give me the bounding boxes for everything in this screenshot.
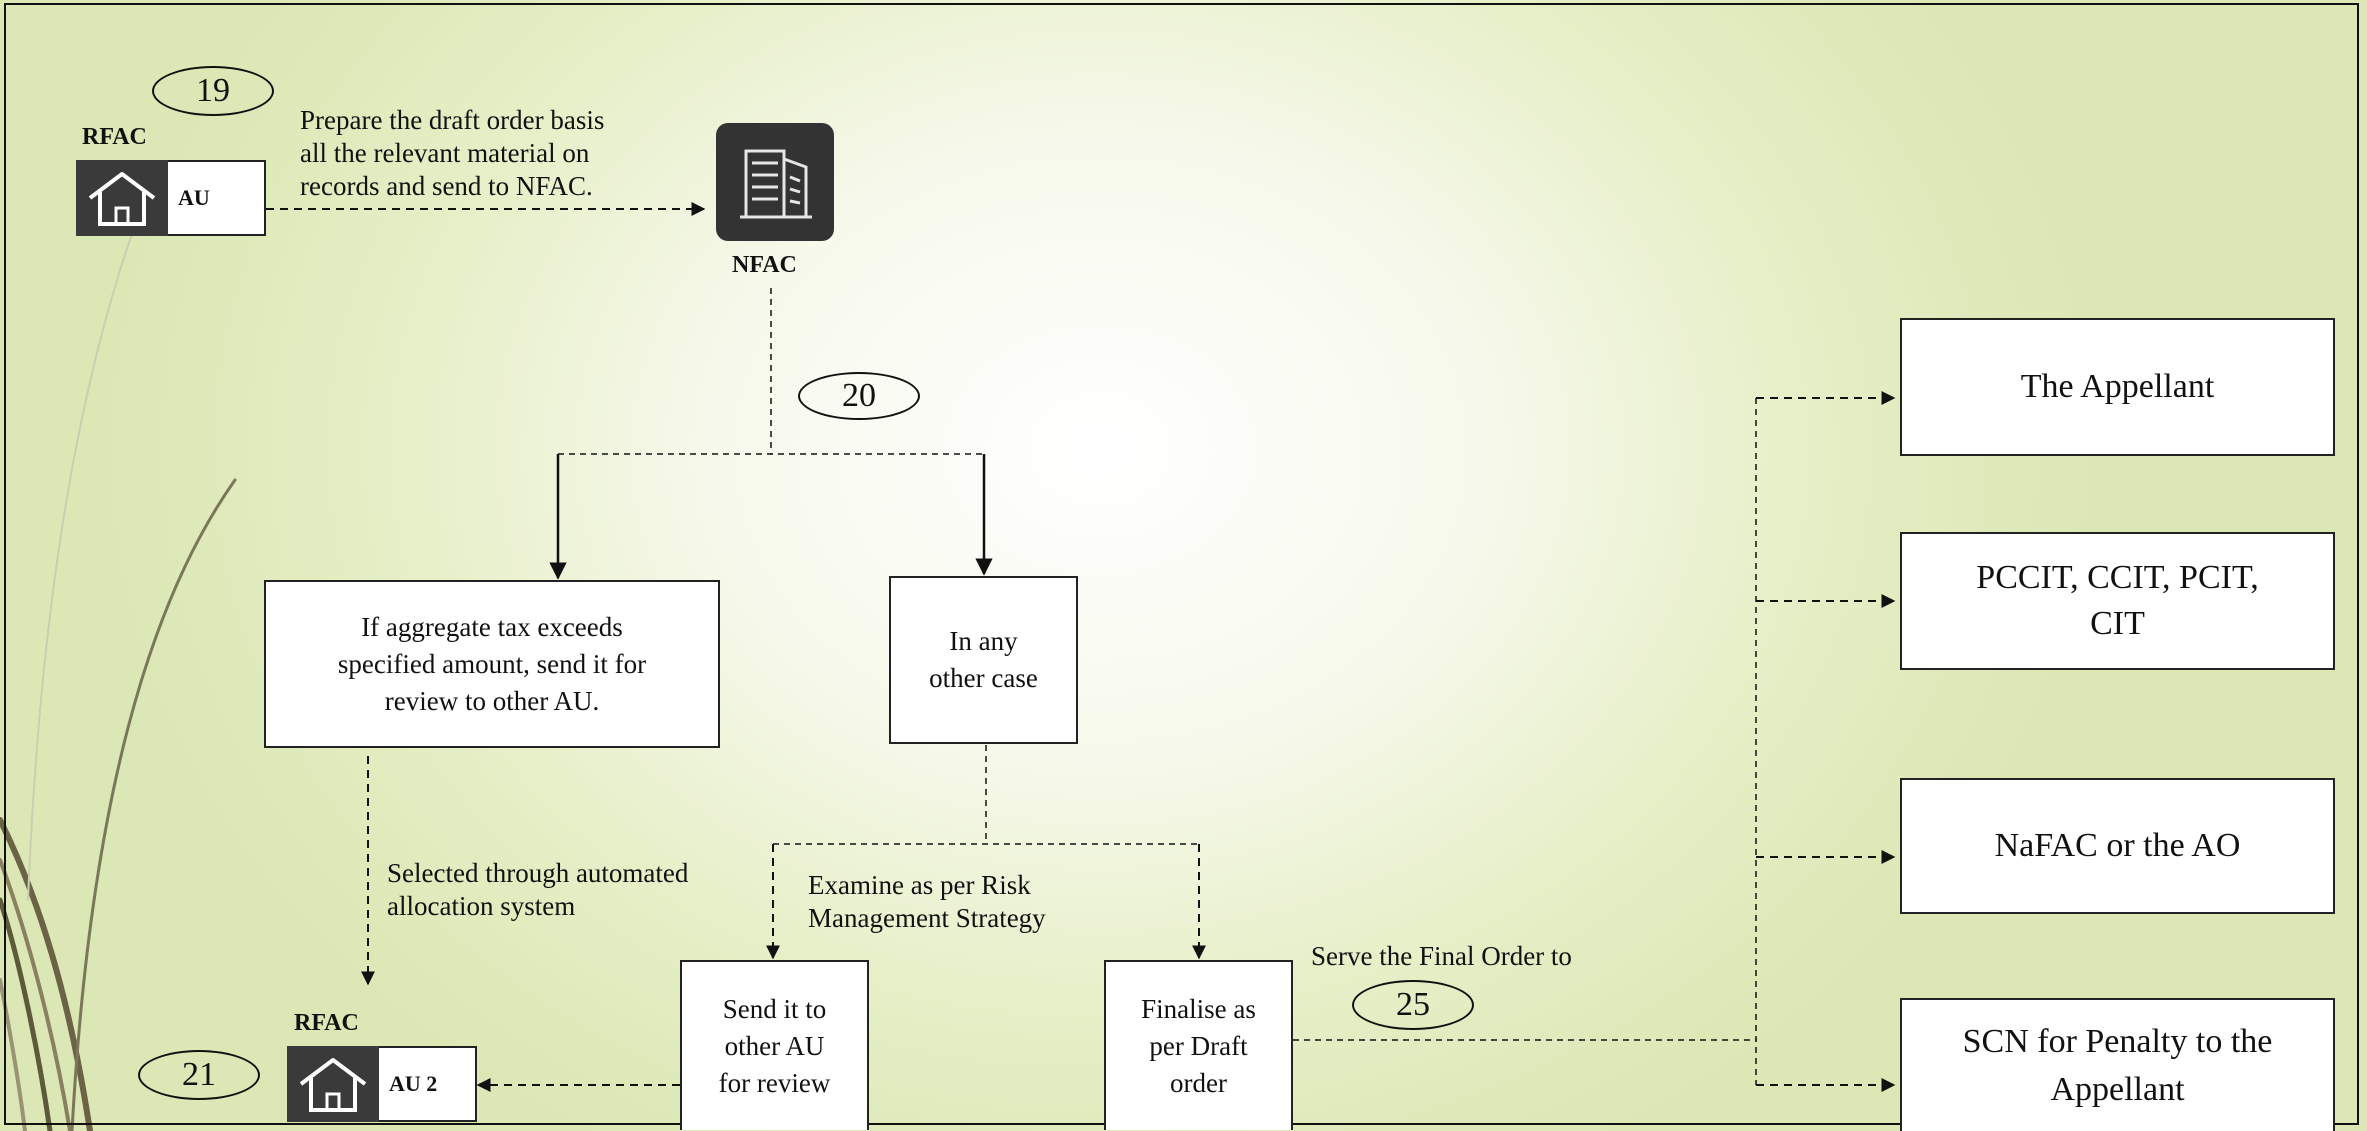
step-25-oval: 25 [1352, 980, 1474, 1030]
box-finalise: Finalise as per Draft order [1104, 960, 1293, 1130]
building-icon [716, 123, 834, 241]
box-aggregate-tax: If aggregate tax exceeds specified amoun… [264, 580, 720, 748]
box-pccit: PCCIT, CCIT, PCIT, CIT [1900, 532, 2335, 670]
rfac-top-unit: AU [76, 160, 266, 236]
step-19-oval: 19 [152, 66, 274, 116]
note-prepare: Prepare the draft order basis all the re… [300, 105, 605, 201]
note-selected: Selected through automated allocation sy… [387, 858, 689, 921]
note-examine: Examine as per Risk Management Strategy [808, 870, 1046, 933]
rfac-top-label: RFAC [82, 124, 147, 150]
box-scn-penalty: SCN for Penalty to the Appellant [1900, 998, 2335, 1131]
rfac-bottom-label: RFAC [294, 1010, 359, 1036]
box-appellant: The Appellant [1900, 318, 2335, 456]
rfac-top-unit-label: AU [168, 160, 266, 236]
step-20-oval: 20 [798, 372, 920, 420]
step-21-oval: 21 [138, 1050, 260, 1100]
house-icon [76, 160, 168, 236]
rfac-bottom-unit: AU 2 [287, 1046, 477, 1122]
box-other-case: In any other case [889, 576, 1078, 744]
nfac-label: NFAC [732, 252, 797, 278]
box-nafac: NaFAC or the AO [1900, 778, 2335, 914]
rfac-bottom-unit-label: AU 2 [379, 1046, 477, 1122]
note-serve: Serve the Final Order to [1311, 941, 1572, 971]
box-send-review: Send it to other AU for review [680, 960, 869, 1130]
house-icon [287, 1046, 379, 1122]
